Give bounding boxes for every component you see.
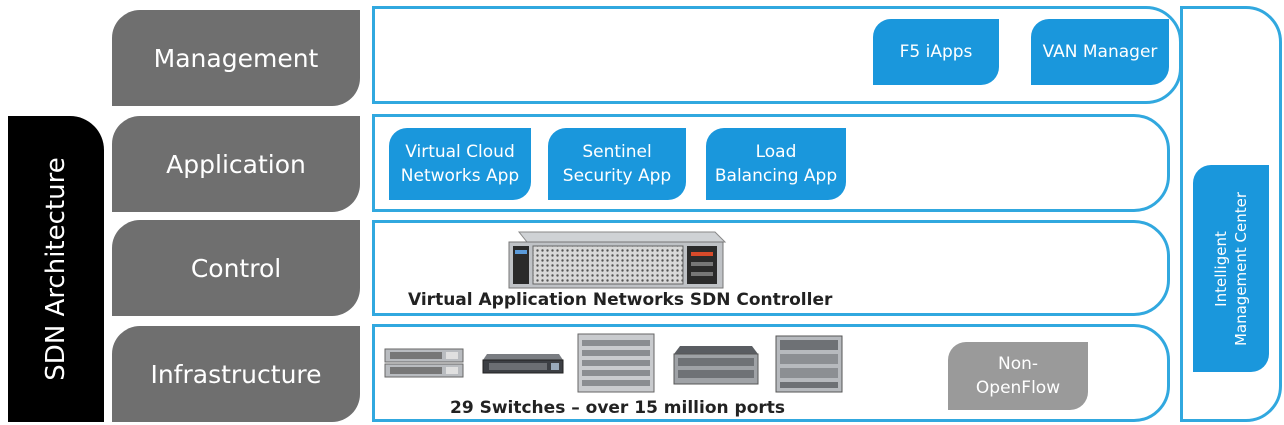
sentinel-security-app-label: Sentinel Security App — [562, 142, 672, 186]
sentinel-security-app-box: Sentinel Security App — [548, 128, 686, 200]
van-manager-box: VAN Manager — [1031, 19, 1169, 85]
imc-outline — [1180, 6, 1282, 422]
layer-label-management: Management — [153, 43, 319, 73]
load-balancing-app-label: Load Balancing App — [714, 142, 838, 186]
virtual-cloud-networks-app-label: Virtual Cloud Networks App — [400, 142, 520, 186]
layer-tab-management: Management — [112, 10, 360, 106]
layer-tab-application: Application — [112, 116, 360, 212]
intelligent-management-center-box: Intelligent Management Center — [1193, 165, 1269, 372]
f5-iapps-label: F5 iApps — [899, 42, 973, 62]
switch-1-icon — [384, 348, 464, 378]
van-manager-label: VAN Manager — [1042, 42, 1158, 62]
non-openflow-box: Non- OpenFlow — [948, 342, 1088, 410]
sdn-controller-server-icon — [508, 231, 727, 289]
layer-tab-infrastructure: Infrastructure — [112, 326, 360, 422]
switch-2-icon — [482, 354, 564, 374]
infrastructure-caption: 29 Switches – over 15 million ports — [450, 398, 786, 418]
switch-4-icon — [673, 346, 759, 385]
sdn-architecture-text: SDN Architecture — [41, 157, 71, 381]
virtual-cloud-networks-app-box: Virtual Cloud Networks App — [389, 128, 531, 200]
intelligent-management-center-label: Intelligent Management Center — [1212, 191, 1250, 346]
band-control — [372, 220, 1170, 316]
load-balancing-app-box: Load Balancing App — [706, 128, 846, 200]
layer-tab-control: Control — [112, 220, 360, 316]
layer-label-application: Application — [166, 149, 306, 179]
non-openflow-label: Non- OpenFlow — [975, 354, 1061, 398]
layer-label-infrastructure: Infrastructure — [150, 359, 322, 389]
control-caption: Virtual Application Networks SDN Control… — [408, 290, 833, 310]
sdn-architecture-label: SDN Architecture — [8, 116, 104, 422]
layer-label-control: Control — [190, 253, 282, 283]
f5-iapps-box: F5 iApps — [873, 19, 999, 85]
switch-3-icon — [577, 333, 655, 393]
switch-5-icon — [775, 335, 843, 393]
